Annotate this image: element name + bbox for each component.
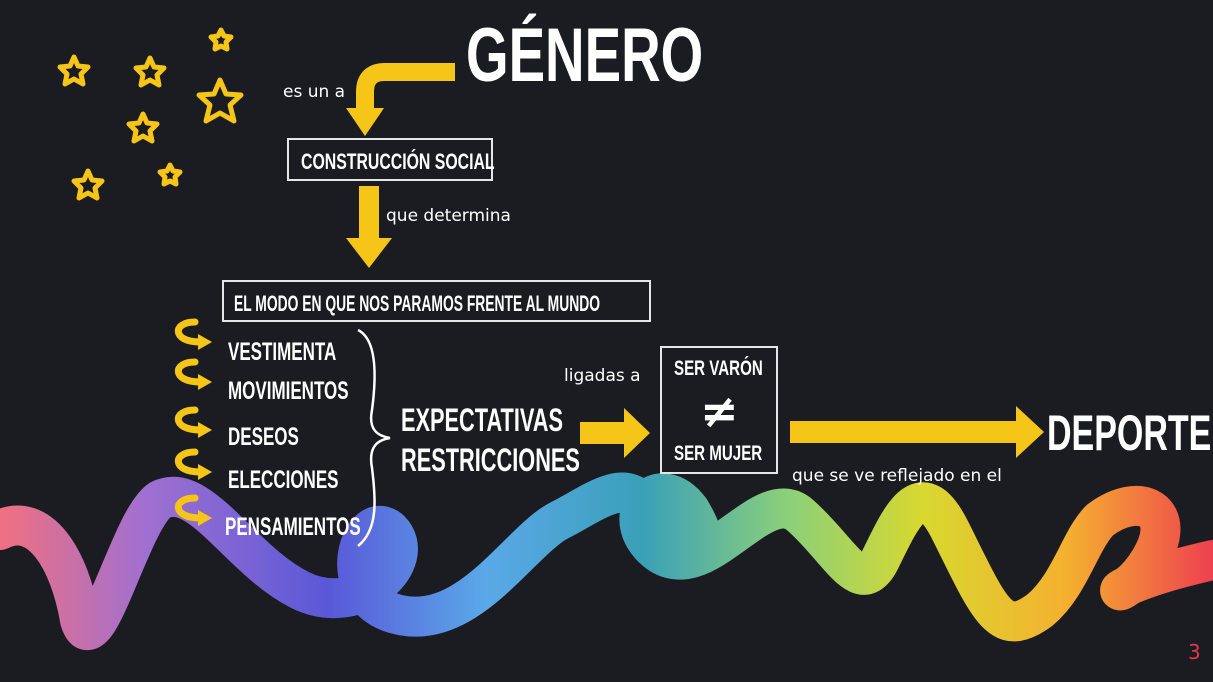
aspect-item: VESTIMENTA	[228, 338, 337, 366]
right-arrow-short	[580, 408, 650, 458]
star-icon	[133, 55, 167, 88]
outcome-item: EXPECTATIVAS	[401, 402, 564, 438]
not-equal-icon: ≠	[700, 384, 739, 438]
star-icon	[196, 77, 244, 124]
node-construccion-social: CONSTRUCCIÓN SOCIAL	[287, 138, 495, 181]
down-arrow	[346, 186, 392, 268]
node-modo-frente-al-mundo: EL MODO EN QUE NOS PARAMOS FRENTE AL MUN…	[222, 280, 651, 322]
aspect-item: PENSAMIENTOS	[225, 513, 361, 541]
connector-label: que determina	[386, 206, 511, 226]
star-icon	[157, 162, 183, 187]
curled-arrow-icon	[174, 448, 204, 476]
connector-label: que se ve reflejado en el	[792, 466, 1002, 486]
star-icon	[57, 54, 91, 87]
page-number: 3	[1188, 640, 1201, 664]
connector-label: es un a	[283, 82, 346, 102]
connector-label: ligadas a	[564, 366, 641, 386]
right-arrow-long	[790, 406, 1044, 458]
star-icon	[71, 168, 105, 201]
curled-arrow-icon	[174, 494, 204, 522]
diagram-title: GÉNERO	[466, 13, 704, 98]
curled-arrow-icon	[174, 318, 204, 346]
binary-bottom-label: SER MUJER	[674, 442, 763, 465]
rainbow-squiggle	[0, 472, 1213, 651]
aspect-item: DESEOS	[228, 423, 299, 451]
aspect-item: ELECCIONES	[228, 466, 339, 494]
star-icon	[126, 111, 160, 144]
outcome-item: RESTRICCIONES	[401, 442, 580, 478]
result-label: DEPORTE	[1047, 405, 1212, 461]
node-label: EL MODO EN QUE NOS PARAMOS FRENTE AL MUN…	[234, 291, 601, 316]
bent-arrow	[346, 63, 455, 136]
curled-arrow-icon	[174, 358, 204, 386]
binary-top-label: SER VARÓN	[674, 357, 763, 380]
curled-arrow-icon	[174, 406, 204, 434]
star-icon	[208, 27, 234, 52]
aspect-item: MOVIMIENTOS	[228, 377, 349, 405]
node-label: CONSTRUCCIÓN SOCIAL	[301, 149, 495, 174]
node-binary: SER VARÓN ≠ SER MUJER	[660, 346, 778, 474]
curly-brace	[357, 328, 391, 547]
